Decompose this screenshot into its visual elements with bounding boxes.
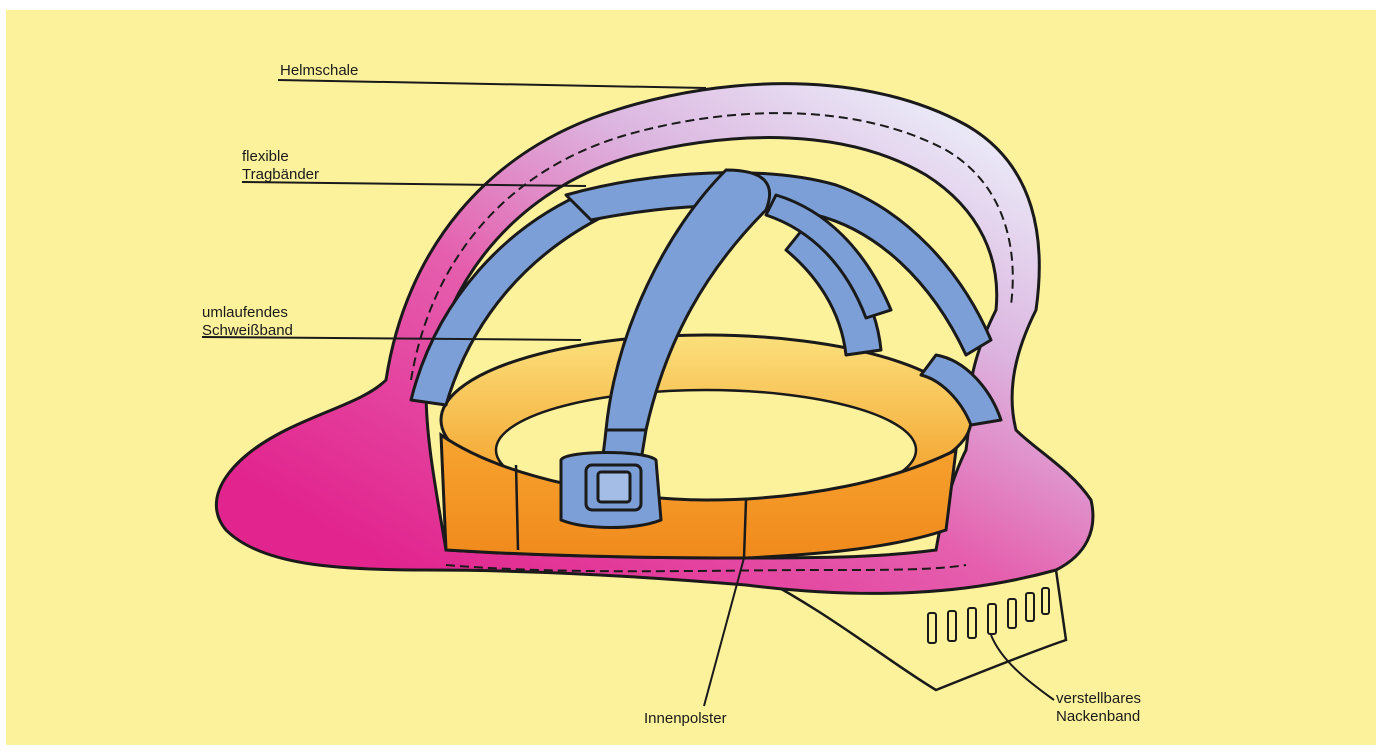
strap-buckle bbox=[561, 453, 661, 528]
label-helmschale: Helmschale bbox=[280, 62, 358, 80]
label-nackenband: verstellbares Nackenband bbox=[1056, 690, 1141, 726]
label-innenpolster: Innenpolster bbox=[644, 710, 727, 728]
label-tragbaender: flexible Tragbänder bbox=[242, 148, 319, 184]
helmet-illustration bbox=[6, 10, 1376, 745]
label-schweissband: umlaufendes Schweißband bbox=[202, 304, 293, 340]
helmet-diagram: Helmschale flexible Tragbänder umlaufend… bbox=[6, 10, 1376, 745]
leader-helmschale bbox=[278, 80, 706, 88]
